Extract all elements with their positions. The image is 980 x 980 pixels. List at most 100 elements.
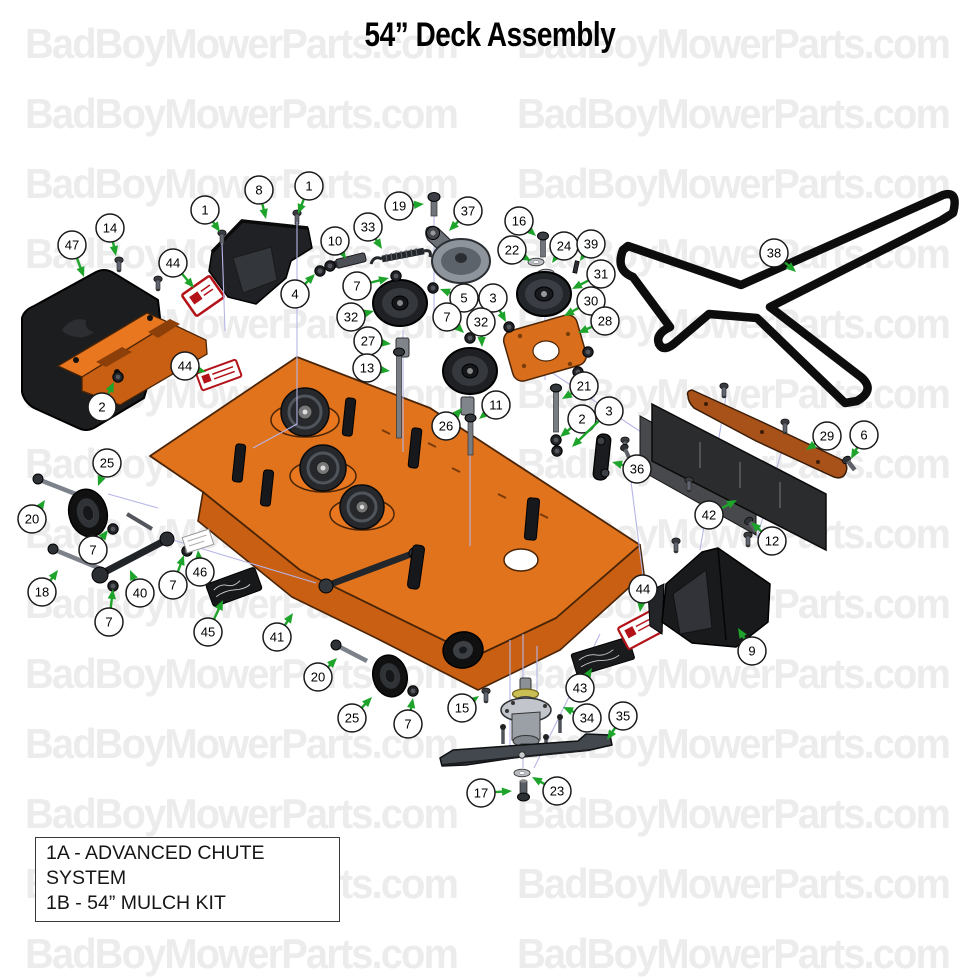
callout-10: 10: [320, 226, 350, 259]
idler-pulley: [372, 279, 428, 327]
callout-8: 8: [244, 175, 274, 219]
svg-text:29: 29: [820, 429, 834, 444]
svg-text:8: 8: [255, 183, 262, 198]
deck-caster-wheel: [442, 631, 484, 669]
watermark-text: BadBoyMowerParts.com: [25, 90, 459, 137]
svg-text:7: 7: [353, 279, 360, 294]
nut: [407, 685, 419, 697]
callout-21: 21: [562, 371, 599, 401]
callout-13: 13: [352, 353, 390, 383]
spindle-bolt: [537, 231, 549, 258]
callout-11: 11: [479, 390, 511, 420]
link-arm: [592, 433, 612, 481]
callout-46: 46: [185, 550, 215, 587]
svg-text:20: 20: [311, 670, 325, 685]
deflector-screw: [743, 531, 753, 548]
deck-brackets: [231, 397, 541, 541]
warning-decal: [181, 275, 225, 317]
spindle-cover-plate: [502, 314, 588, 382]
svg-text:46: 46: [193, 565, 207, 580]
callout-44: 44: [170, 351, 206, 381]
callout-38: 38: [759, 238, 796, 272]
legend-line-2: 1B - 54” MULCH KIT: [46, 892, 226, 914]
svg-text:20: 20: [25, 512, 39, 527]
svg-text:45: 45: [201, 625, 215, 640]
svg-text:43: 43: [573, 681, 587, 696]
svg-text:32: 32: [344, 310, 358, 325]
cover-screw: [114, 256, 124, 273]
svg-text:42: 42: [702, 508, 716, 523]
svg-text:7: 7: [89, 543, 96, 558]
callout-30: 30: [564, 286, 606, 316]
svg-text:12: 12: [765, 534, 779, 549]
idler-spring: [369, 247, 432, 265]
svg-text:10: 10: [328, 234, 342, 249]
nut: [390, 270, 402, 282]
callout-19: 19: [384, 191, 424, 221]
callout-1: 1: [190, 195, 220, 232]
callout-17: 17: [466, 778, 512, 808]
callout-36: 36: [612, 454, 652, 484]
svg-text:2: 2: [578, 412, 585, 427]
nut: [107, 523, 119, 535]
svg-text:34: 34: [580, 711, 594, 726]
watermark-text: BadBoyMowerParts.com: [517, 790, 951, 837]
idler-pulley: [442, 347, 498, 395]
discharge-chute-upper: [208, 209, 313, 305]
blade-bolt: [517, 779, 530, 802]
warning-decal: [195, 358, 243, 392]
svg-text:6: 6: [860, 428, 867, 443]
turnbuckle-arm: [91, 531, 175, 584]
callout-24: 24: [549, 231, 579, 263]
chute-cover-assembly: [21, 256, 243, 431]
shaft-key: [572, 260, 580, 274]
callout-47: 47: [57, 230, 87, 277]
long-bolt: [393, 347, 405, 439]
svg-text:18: 18: [35, 585, 49, 600]
watermark-text: BadBoyMowerParts.com: [517, 930, 951, 977]
deck-spindle-pulley: [289, 444, 357, 493]
svg-text:7: 7: [105, 615, 112, 630]
svg-text:28: 28: [598, 314, 612, 329]
nut: [503, 321, 515, 333]
svg-text:32: 32: [474, 315, 488, 330]
svg-text:35: 35: [616, 709, 630, 724]
anti-scalp-wheel: [67, 488, 109, 538]
idler-pulley-cluster: [314, 192, 594, 457]
callout-22: 22: [497, 235, 531, 265]
deck-spindle-pulley: [329, 484, 395, 531]
left-wheel-kit: [32, 473, 263, 607]
badboy-logo: [62, 319, 94, 338]
svg-text:39: 39: [584, 237, 598, 252]
discharge-hole: [503, 548, 539, 572]
callout-35: 35: [607, 701, 638, 740]
callout-43: 43: [565, 668, 595, 703]
rod-nut: [324, 260, 336, 272]
svg-text:7: 7: [443, 310, 450, 325]
washer: [527, 257, 545, 267]
adjuster-rod-bolt: [125, 512, 154, 531]
svg-text:44: 44: [636, 582, 650, 597]
info-decal: [181, 528, 215, 554]
svg-text:15: 15: [455, 701, 469, 716]
svg-text:2: 2: [98, 400, 105, 415]
callout-32: 32: [336, 302, 374, 332]
watermark-text: BadBoyMowerParts.com: [25, 720, 459, 767]
mower-blade: [439, 733, 613, 767]
page-title-text: 54” Deck Assembly: [364, 16, 616, 54]
callout-5: 5: [440, 283, 479, 313]
svg-text:41: 41: [270, 630, 284, 645]
long-bolt: [550, 383, 562, 433]
callout-20: 20: [17, 500, 47, 534]
svg-text:33: 33: [361, 220, 375, 235]
deflector-screw: [671, 537, 681, 554]
callout-40: 40: [125, 570, 155, 608]
legend-box: 1A - ADVANCED CHUTE SYSTEM 1B - 54” MULC…: [35, 837, 340, 922]
svg-text:26: 26: [439, 419, 453, 434]
nut: [550, 434, 562, 446]
bottom-kit: [330, 531, 771, 802]
callout-3: 3: [478, 283, 508, 322]
legend-line-1: 1A - ADVANCED CHUTE SYSTEM: [46, 842, 265, 889]
